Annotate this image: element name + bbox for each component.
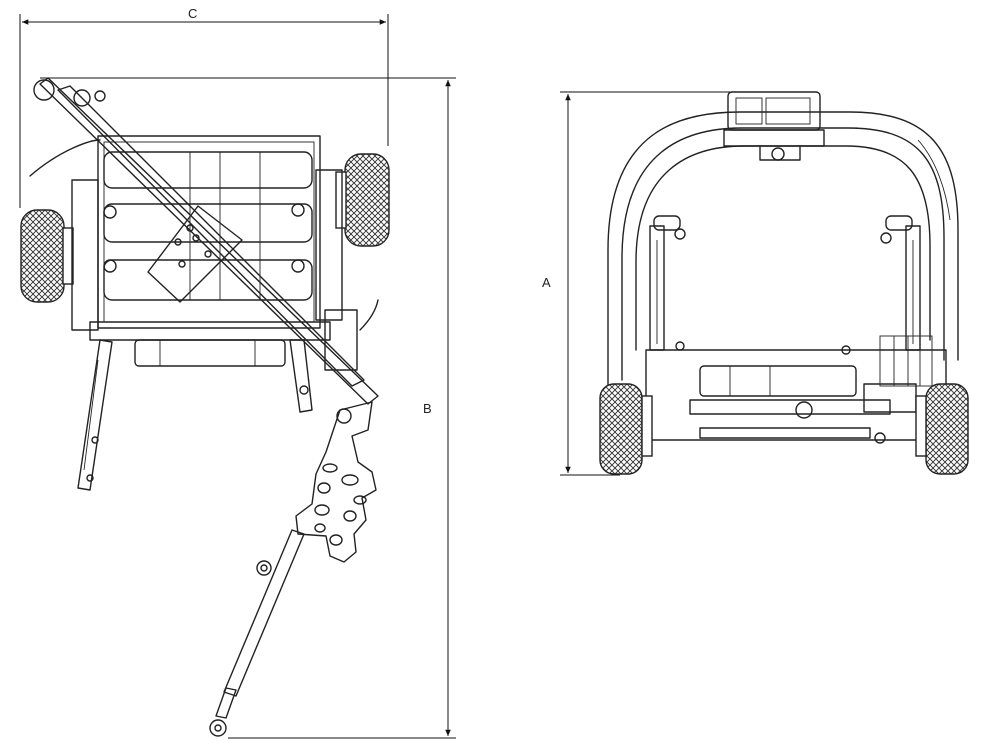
top-view: C B <box>19 6 456 739</box>
right-rear-arm <box>289 339 313 413</box>
right-wheel <box>335 153 390 247</box>
dimension-a-label: A <box>542 275 551 290</box>
rotating-head <box>723 91 825 161</box>
dimension-b: B <box>40 77 456 739</box>
drawbar <box>209 529 305 737</box>
dimension-c: C <box>19 6 389 208</box>
dimension-c-label: C <box>188 6 197 21</box>
lower-chassis <box>645 335 947 444</box>
front-left-wheel <box>599 383 653 475</box>
dimension-a: A <box>542 91 760 476</box>
left-wheel <box>20 209 74 303</box>
dimension-b-label: B <box>423 401 432 416</box>
wrapping-arm <box>295 401 377 563</box>
front-right-wheel <box>915 383 969 475</box>
left-rear-arm <box>77 339 113 491</box>
right-cylinder <box>880 215 921 351</box>
left-cylinder <box>649 215 686 351</box>
diagonal-arm <box>29 77 379 405</box>
dispenser-plate <box>147 205 243 303</box>
front-view: A <box>542 91 969 476</box>
